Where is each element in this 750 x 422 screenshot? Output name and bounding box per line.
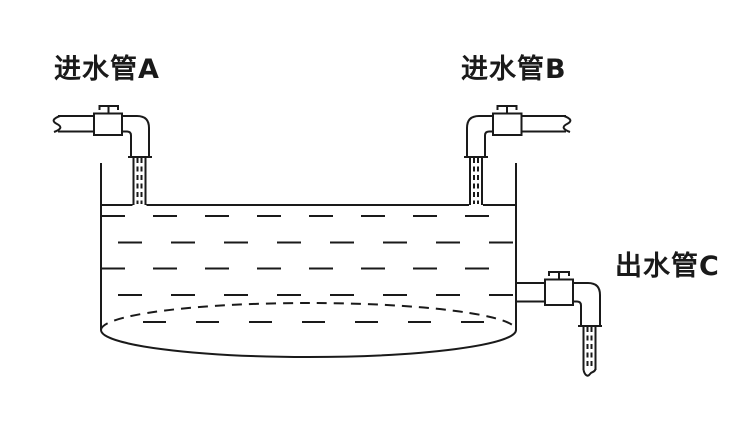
elbow-a-outer — [122, 115, 150, 157]
pipe-b-break-end — [562, 115, 572, 133]
elbow-a-inner — [122, 130, 132, 157]
inlet-stream-a — [132, 157, 147, 205]
elbow-c-inner — [573, 300, 582, 326]
inlet-faucet-b — [464, 105, 572, 158]
outlet-faucet-c — [516, 271, 602, 327]
outlet-pipe-c-label: 出水管C — [615, 251, 720, 282]
elbow-b-inner — [484, 130, 493, 157]
tank — [100, 163, 517, 358]
elbow-b-outer — [466, 115, 493, 157]
water — [101, 204, 516, 323]
valve-b-body — [492, 112, 523, 136]
valve-c-body — [544, 278, 574, 306]
elbow-c-outer — [573, 282, 601, 326]
inlet-pipe-b-label: 进水管B — [461, 54, 567, 85]
stream-c-break-end — [582, 368, 597, 377]
pipe-a-break-end — [52, 115, 62, 133]
valve-a-body — [93, 112, 123, 136]
tank-bottom-front-edge — [100, 329, 517, 358]
inlet-pipe-a-label: 进水管A — [54, 54, 160, 85]
outlet-stream-c — [582, 326, 597, 377]
inlet-stream-b — [469, 157, 483, 205]
tank-bottom-back-edge — [100, 302, 517, 331]
inlet-faucet-a — [52, 105, 152, 158]
